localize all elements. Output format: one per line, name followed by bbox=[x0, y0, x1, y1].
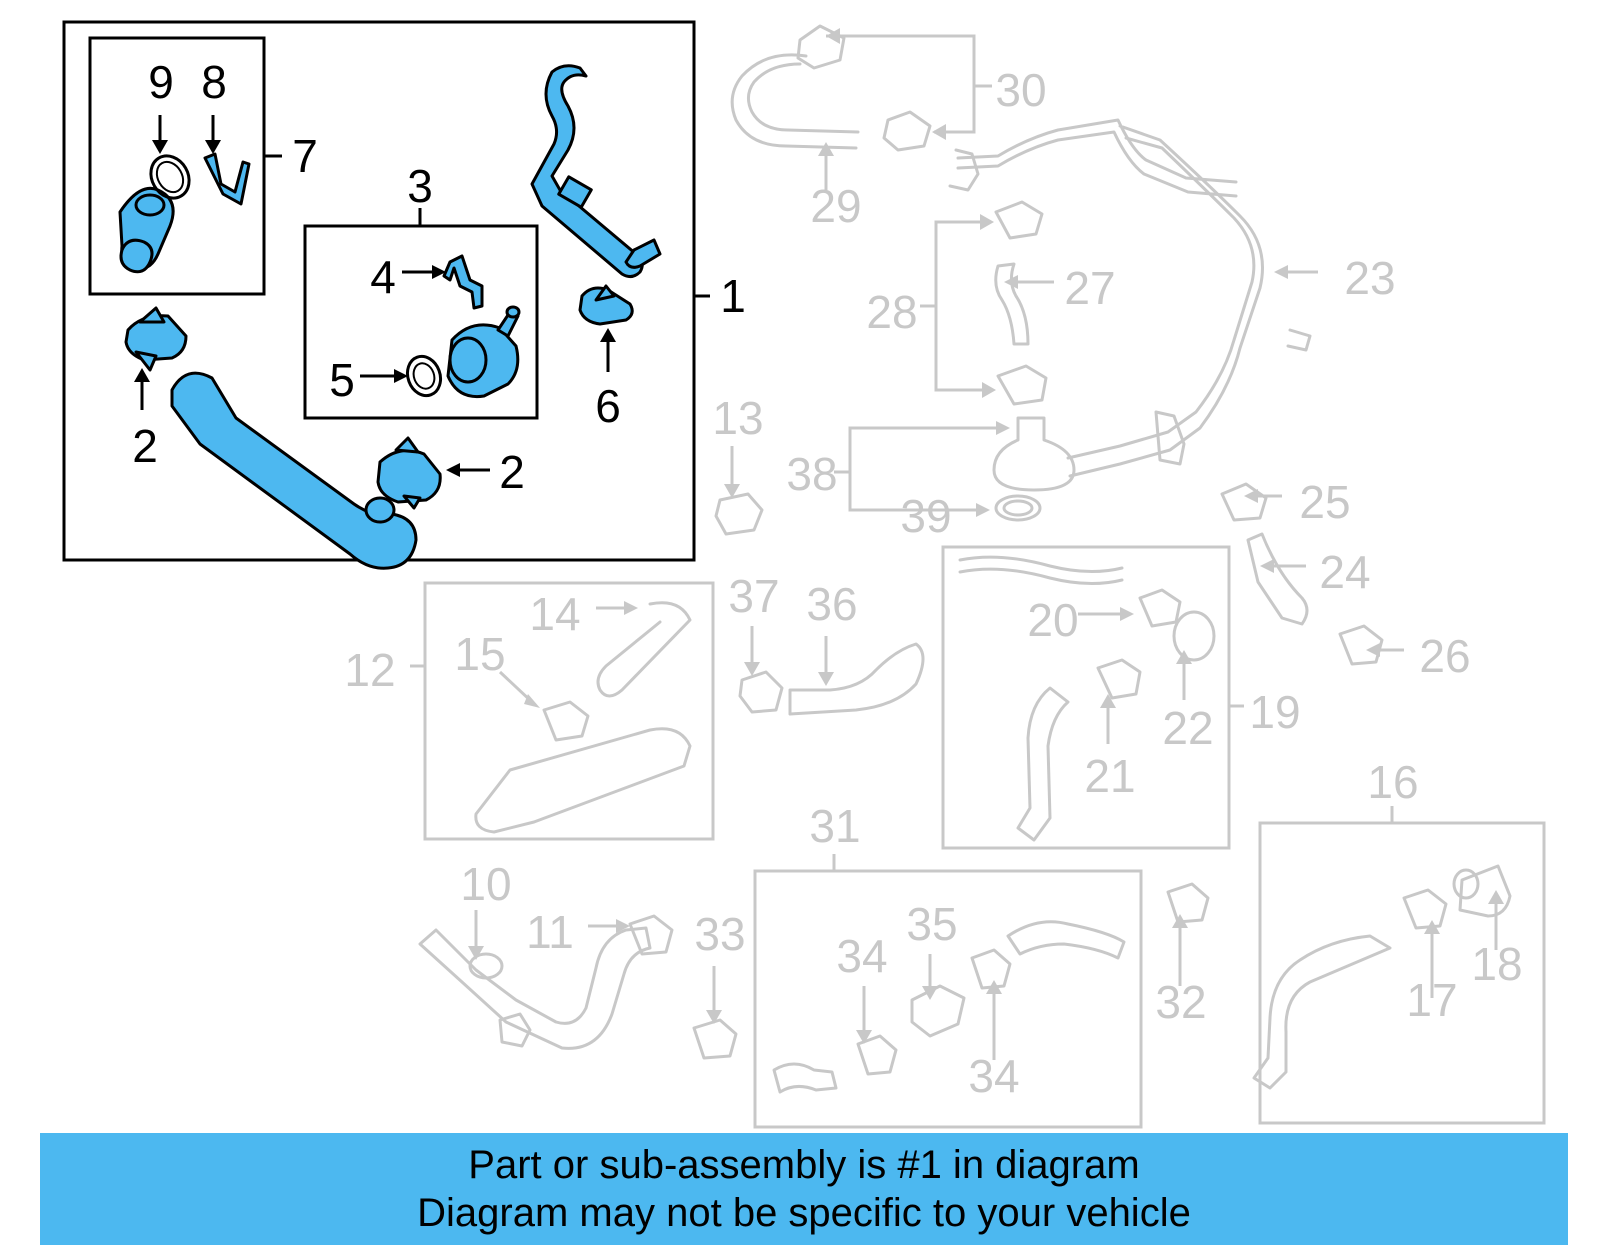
callout-36: 36 bbox=[806, 578, 857, 630]
callout-2-left: 2 bbox=[132, 420, 158, 472]
callout-21: 21 bbox=[1084, 750, 1135, 802]
subassembly-7-frame bbox=[88, 36, 266, 296]
callout-18: 18 bbox=[1471, 938, 1522, 990]
callout-4: 4 bbox=[370, 251, 396, 303]
callout-23: 23 bbox=[1344, 252, 1395, 304]
callout-3: 3 bbox=[407, 160, 433, 212]
info-banner: Part or sub-assembly is #1 in diagram Di… bbox=[40, 1133, 1568, 1245]
callout-10: 10 bbox=[460, 858, 511, 910]
part-9-o-ring bbox=[149, 154, 191, 200]
banner-line-1: Part or sub-assembly is #1 in diagram bbox=[468, 1143, 1140, 1187]
assembly-1-leaders bbox=[134, 115, 710, 477]
callout-34-right: 34 bbox=[968, 1050, 1019, 1102]
callout-17: 17 bbox=[1406, 974, 1457, 1026]
callout-9: 9 bbox=[148, 56, 174, 108]
callout-38: 38 bbox=[786, 448, 837, 500]
callout-28: 28 bbox=[866, 286, 917, 338]
part-2-clamp-left bbox=[124, 306, 188, 372]
callout-35: 35 bbox=[906, 898, 957, 950]
callout-15: 15 bbox=[454, 628, 505, 680]
callout-12: 12 bbox=[344, 644, 395, 696]
banner-line-2: Diagram may not be specific to your vehi… bbox=[417, 1191, 1191, 1235]
callout-11: 11 bbox=[526, 906, 574, 958]
part-6-clamp bbox=[578, 284, 634, 326]
callout-31: 31 bbox=[809, 800, 860, 852]
callout-32: 32 bbox=[1155, 976, 1206, 1028]
callout-6: 6 bbox=[595, 380, 621, 432]
callout-7: 7 bbox=[292, 130, 318, 182]
callout-24: 24 bbox=[1319, 546, 1370, 598]
callout-26: 26 bbox=[1419, 630, 1470, 682]
part-7-connector bbox=[118, 186, 175, 274]
callout-5: 5 bbox=[329, 354, 355, 406]
callout-30: 30 bbox=[995, 64, 1046, 116]
part-3-valve bbox=[446, 305, 521, 399]
callout-27: 27 bbox=[1064, 262, 1115, 314]
other-leaders bbox=[410, 28, 1504, 1060]
callout-8: 8 bbox=[201, 56, 227, 108]
callout-2-right: 2 bbox=[499, 446, 525, 498]
callout-labels: 1 2 2 3 4 5 6 7 8 9 10 11 12 13 14 15 16… bbox=[132, 56, 1522, 1102]
callout-25: 25 bbox=[1299, 476, 1350, 528]
part-2-clamp-right bbox=[376, 436, 442, 510]
callout-29: 29 bbox=[810, 180, 861, 232]
callout-22: 22 bbox=[1162, 702, 1213, 754]
part-1-hose-lower bbox=[170, 371, 418, 570]
subassembly-31-frame bbox=[753, 869, 1143, 1129]
callout-37: 37 bbox=[728, 570, 779, 622]
assembly-1-group bbox=[62, 20, 710, 570]
callout-33: 33 bbox=[694, 908, 745, 960]
callout-39: 39 bbox=[900, 490, 951, 542]
part-4-clip bbox=[442, 254, 484, 310]
subassembly-16-frame bbox=[1258, 821, 1546, 1125]
callout-34-left: 34 bbox=[836, 930, 887, 982]
subassembly-12-frame bbox=[423, 581, 715, 841]
callout-16: 16 bbox=[1367, 756, 1418, 808]
part-5-o-ring bbox=[405, 354, 443, 398]
callout-13: 13 bbox=[712, 392, 763, 444]
callout-20: 20 bbox=[1027, 594, 1078, 646]
part-1-pipe-upper bbox=[530, 64, 644, 279]
callout-14: 14 bbox=[529, 588, 580, 640]
callout-19: 19 bbox=[1249, 686, 1300, 738]
other-parts bbox=[410, 24, 1546, 1129]
callout-1: 1 bbox=[720, 270, 746, 322]
part-8-clip bbox=[203, 152, 251, 206]
subassembly-19-frame bbox=[941, 545, 1231, 850]
